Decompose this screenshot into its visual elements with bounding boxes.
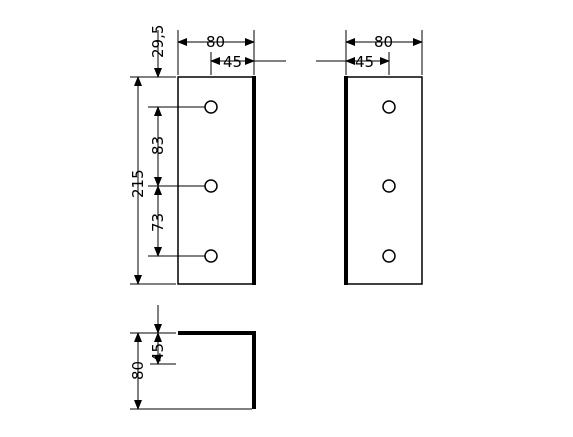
front-hole-middle xyxy=(204,179,218,193)
front-dim-height-overall: 215 xyxy=(129,169,147,198)
front-dim-top-offset: 29,5 xyxy=(149,25,167,58)
front-hole-bottom xyxy=(204,249,218,263)
section-view: 80 45 xyxy=(129,305,256,410)
back-dim-width-offset: 45 xyxy=(355,53,374,71)
front-hole-top xyxy=(204,100,218,114)
back-hole-bottom xyxy=(382,249,396,263)
back-view: 80 45 xyxy=(316,30,423,285)
section-dim-height-offset: 45 xyxy=(149,343,167,362)
front-dim-width-offset: 45 xyxy=(223,53,242,71)
back-hole-top xyxy=(382,100,396,114)
section-dim-height-overall: 80 xyxy=(129,361,147,380)
back-dim-width-overall: 80 xyxy=(374,33,393,51)
front-dim-hole-spacing-lower: 73 xyxy=(149,213,167,232)
front-dim-hole-spacing-upper: 83 xyxy=(149,136,167,155)
front-dim-width-overall: 80 xyxy=(206,33,225,51)
back-hole-middle xyxy=(382,179,396,193)
front-view: 80 45 29,5 215 83 73 xyxy=(129,25,286,285)
angle-profile xyxy=(178,331,256,409)
